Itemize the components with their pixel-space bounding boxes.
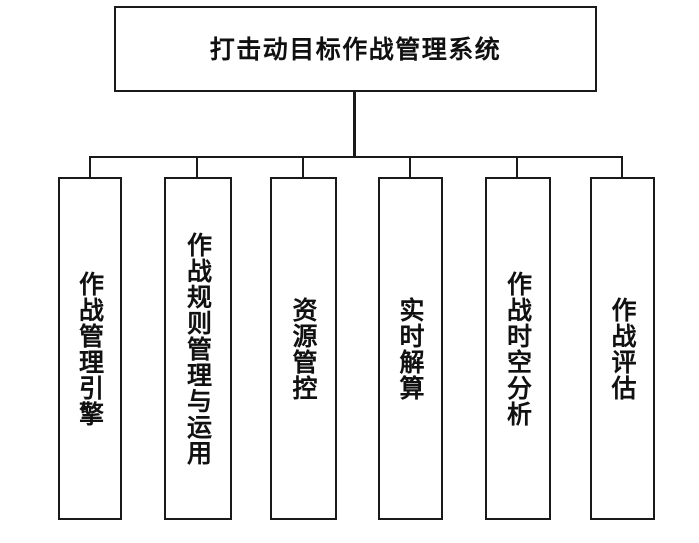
node-label-2: 作战规则管理与运用 — [183, 231, 213, 466]
node-box-6[interactable]: 作战评估 — [590, 177, 655, 520]
node-label-1: 作战管理引擎 — [75, 270, 105, 427]
connector-trunk-vertical — [353, 92, 356, 158]
connector-drop-1 — [89, 158, 91, 179]
connector-drop-4 — [409, 158, 411, 179]
node-box-4[interactable]: 实时解算 — [378, 177, 443, 520]
root-node-box[interactable]: 打击动目标作战管理系统 — [114, 6, 597, 92]
node-label-6: 作战评估 — [608, 296, 637, 401]
node-label-3: 资源管控 — [289, 296, 318, 401]
connector-drop-3 — [302, 158, 304, 179]
connector-drop-5 — [516, 158, 518, 179]
node-box-3[interactable]: 资源管控 — [270, 177, 337, 520]
connector-drop-2 — [196, 158, 198, 179]
node-box-2[interactable]: 作战规则管理与运用 — [164, 177, 232, 520]
connector-horizontal-bus — [89, 156, 623, 158]
node-label-5: 作战时空分析 — [503, 270, 533, 427]
connector-drop-6 — [621, 158, 623, 179]
root-node-label: 打击动目标作战管理系统 — [209, 34, 502, 64]
node-label-4: 实时解算 — [396, 296, 425, 401]
node-box-1[interactable]: 作战管理引擎 — [58, 177, 122, 520]
node-box-5[interactable]: 作战时空分析 — [485, 177, 551, 520]
